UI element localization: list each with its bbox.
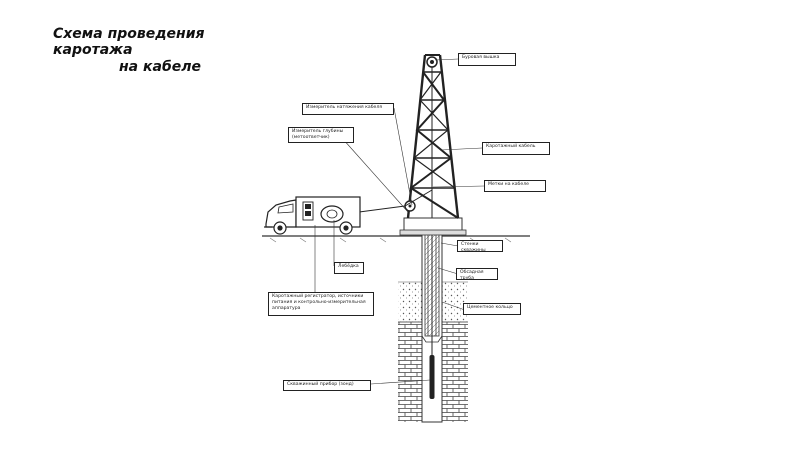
diagram-title-line-2: каротажа xyxy=(53,42,133,58)
label-logging-cable: Каротажный кабель xyxy=(482,142,550,155)
derrick-tower xyxy=(406,54,460,219)
label-cable-tension-meter: Измеритель натяжения кабеля xyxy=(302,103,394,115)
diagram-title-line-1: Схема проведения xyxy=(53,26,205,42)
label-logging-recorder: Каротажный регистратор, источники питани… xyxy=(268,292,374,316)
downhole-tool xyxy=(429,355,435,399)
label-downhole-tool: Скважинный прибор (зонд) xyxy=(283,380,371,391)
label-depth-meter: Измеритель глубины (метоответчик) xyxy=(288,127,354,143)
ground-surface xyxy=(262,235,530,243)
soil-layers xyxy=(398,281,468,422)
label-cable-marks: Метки на кабеле xyxy=(484,180,546,192)
label-cement-ring: Цементное кольцо xyxy=(463,303,521,315)
logging-truck xyxy=(264,196,361,235)
label-derrick: Буровая вышка xyxy=(458,53,516,66)
label-well-wall: Стенки скважины xyxy=(457,240,503,252)
leader-lines xyxy=(314,58,485,385)
label-winch: Лебёдка xyxy=(334,262,364,274)
label-casing: Обсадная труба xyxy=(456,268,498,280)
diagram-title-line-3: на кабеле xyxy=(119,59,201,75)
